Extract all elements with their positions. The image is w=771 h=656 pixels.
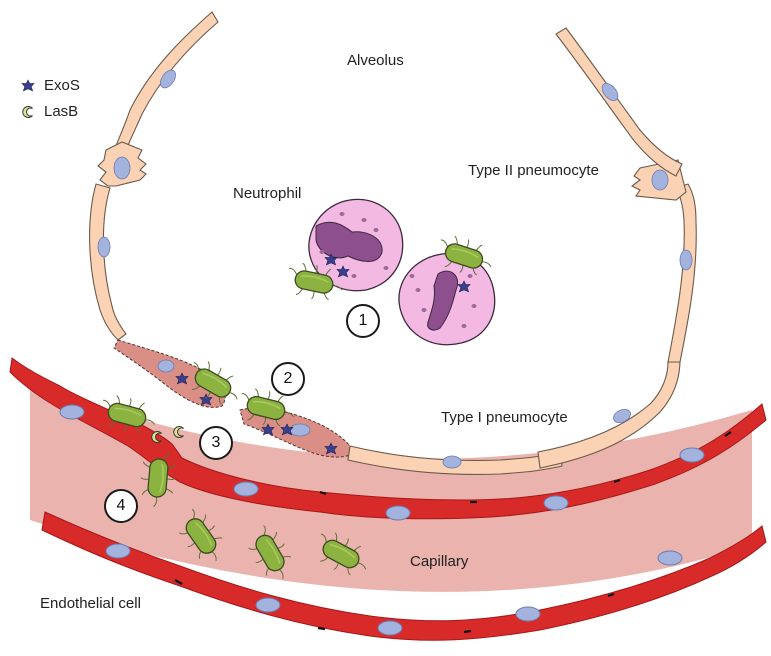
step-marker-1: 1 <box>346 304 380 338</box>
step-marker-2: 2 <box>271 362 305 396</box>
legend-lasb: LasB <box>21 103 78 120</box>
step-marker-3: 3 <box>199 426 233 460</box>
legend-lasb-label: LasB <box>44 103 79 120</box>
endothelium-lower <box>41 511 767 641</box>
label-endothelial-cell: Endothelial cell <box>40 595 141 612</box>
alveolar-wall-right <box>347 27 697 476</box>
neutrophil-left <box>308 198 404 292</box>
label-capillary: Capillary <box>410 553 469 570</box>
neutrophil-right <box>398 252 496 346</box>
alveolar-wall-left <box>89 11 219 341</box>
label-alveolus: Alveolus <box>347 52 404 69</box>
exos-star-icon <box>21 78 35 91</box>
lasb-crescent-icon <box>22 105 33 118</box>
label-type-i-pneumocyte: Type I pneumocyte <box>441 409 568 426</box>
legend-exos: ExoS <box>21 77 80 94</box>
step-marker-4: 4 <box>104 489 138 523</box>
legend-exos-label: ExoS <box>44 77 80 94</box>
label-neutrophil: Neutrophil <box>233 185 302 202</box>
label-type-ii-pneumocyte: Type II pneumocyte <box>468 162 599 179</box>
